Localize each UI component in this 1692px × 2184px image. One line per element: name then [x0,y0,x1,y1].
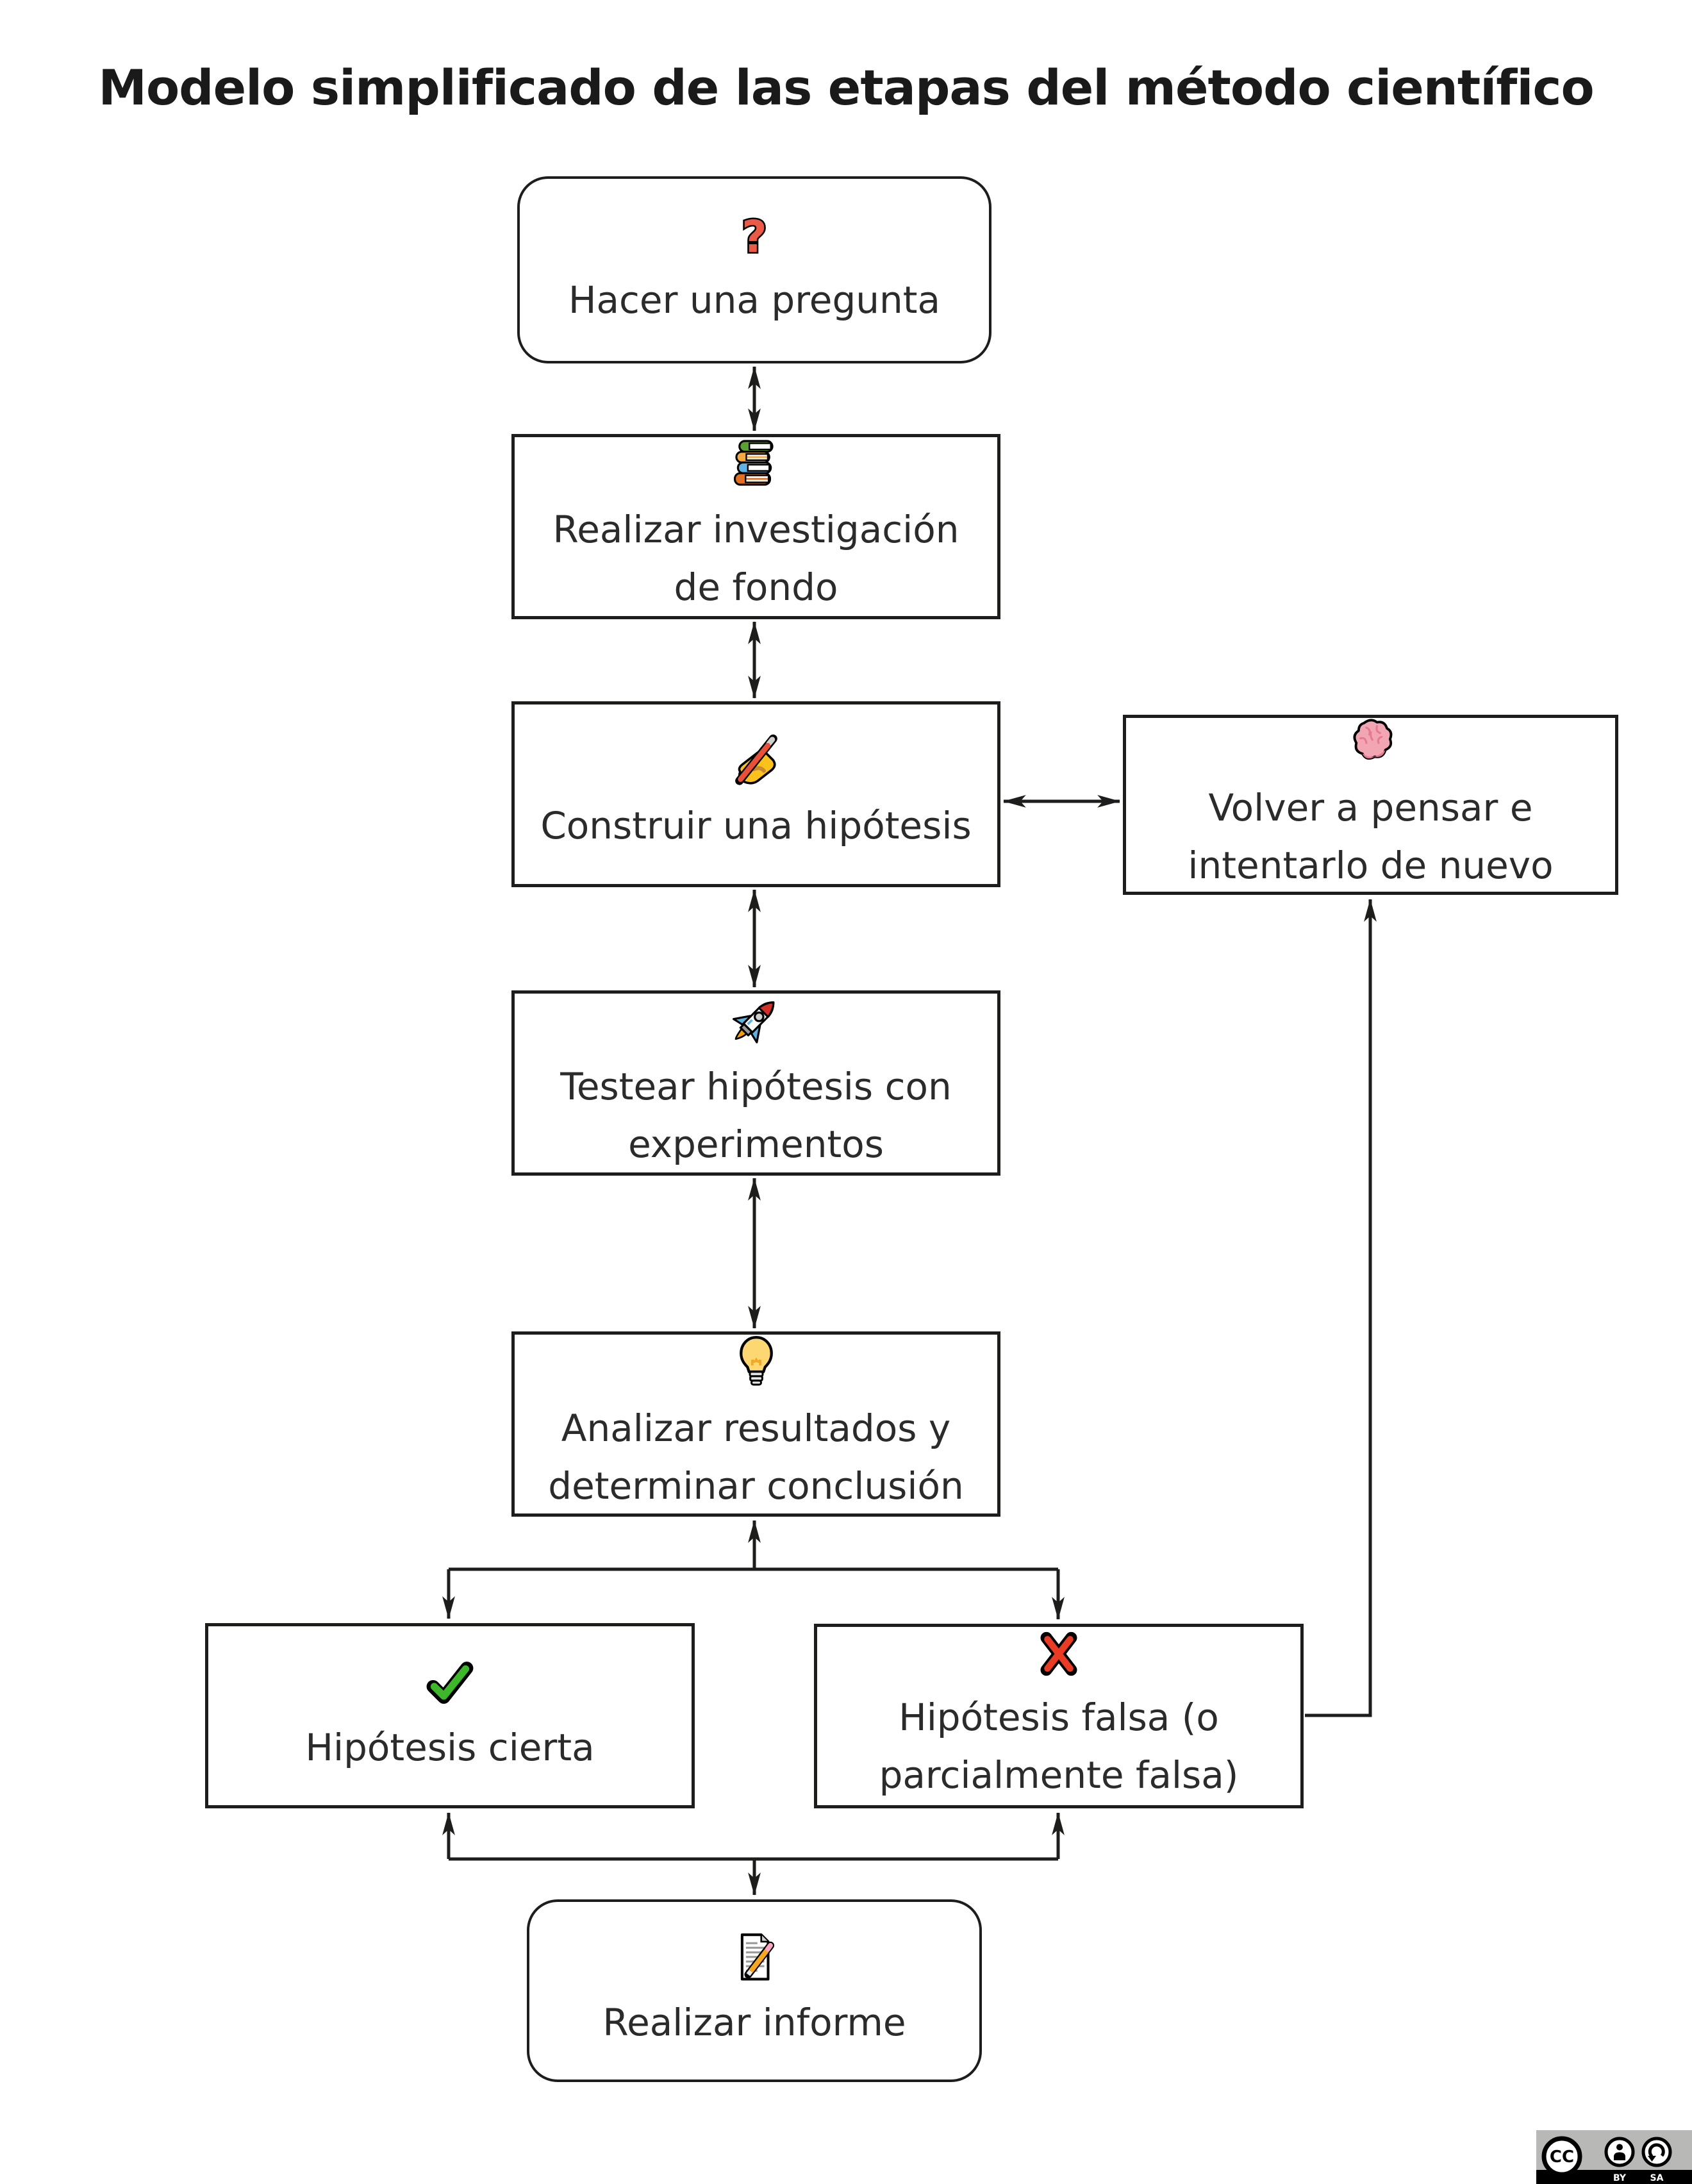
sa-arrow-icon [1641,2137,1672,2167]
svg-text:?: ? [742,212,767,263]
node-label: Volver a pensar e intentarlo de nuevo [1188,785,1554,887]
node-label: Hipótesis cierta [305,1725,595,1769]
node-ask-question: ? Hacer una pregunta [517,176,991,363]
books-icon [733,440,774,486]
cross-mark-icon [1040,1631,1077,1676]
check-mark-icon [426,1661,474,1704]
node-analyze-results: Analizar resultados y determinar conclus… [511,1331,1000,1517]
brain-icon [1353,719,1392,760]
by-label: BY [1613,2173,1627,2183]
node-background-research: Realizar investigación de fondo [511,434,1000,619]
sa-label: SA [1650,2173,1664,2183]
node-label: Testear hipótesis con experimentos [560,1064,952,1166]
question-mark-icon: ? [740,210,769,263]
memo-icon [740,1933,775,1981]
by-person-icon [1604,2137,1635,2167]
writing-hand-icon [734,734,777,785]
node-hypothesis-true: Hipótesis cierta [205,1623,695,1808]
node-label: Realizar informe [602,2000,906,2044]
node-construct-hypothesis: Construir una hipótesis [511,701,1000,887]
node-label: Realizar investigación de fondo [552,507,959,609]
rocket-icon [732,1001,774,1044]
node-test-hypothesis: Testear hipótesis con experimentos [511,990,1000,1176]
node-label: Hacer una pregunta [568,278,941,322]
cc-label: CC [1550,2147,1574,2167]
page-title: Modelo simplificado de las etapas del mé… [98,59,1594,116]
arrow-false-rethink [1305,899,1377,1717]
node-label: Hipótesis falsa (o parcialmente falsa) [879,1696,1239,1797]
node-rethink-try-again: Volver a pensar e intentarlo de nuevo [1123,715,1618,895]
light-bulb-icon [739,1335,773,1386]
node-make-report: Realizar informe [527,1899,982,2082]
node-hypothesis-false: Hipótesis falsa (o parcialmente falsa) [814,1624,1304,1808]
cc-icon [1541,2136,1582,2177]
cc-by-sa-badge: CC BY SA [1536,2130,1692,2184]
node-label: Construir una hipótesis [540,804,972,848]
node-label: Analizar resultados y determinar conclus… [548,1406,964,1508]
